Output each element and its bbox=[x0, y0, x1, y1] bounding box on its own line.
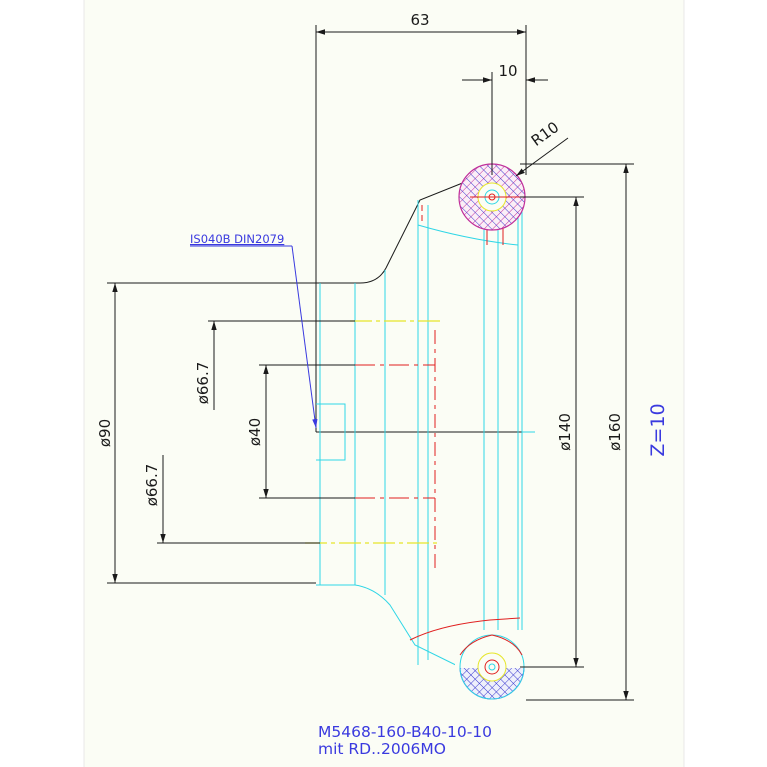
yellow-centrelines bbox=[305, 320, 440, 544]
reference-leader bbox=[190, 245, 318, 429]
cyan-geometry bbox=[316, 185, 535, 680]
dim-90-label: ø90 bbox=[96, 419, 114, 447]
dimension-lines bbox=[107, 25, 634, 701]
title-line-2: mit RD..2006MO bbox=[318, 740, 446, 758]
dim-140-label: ø140 bbox=[556, 413, 574, 451]
part-outline bbox=[315, 179, 522, 433]
dim-160-label: ø160 bbox=[606, 413, 624, 451]
dim-10-label: 10 bbox=[498, 62, 517, 80]
dim-66-7-upper-label: ø66.7 bbox=[194, 362, 212, 405]
drawing-area bbox=[84, 0, 684, 767]
reference-label: IS040B DIN2079 bbox=[190, 232, 284, 246]
teeth-count-label: Z=10 bbox=[647, 403, 669, 456]
dim-66-7-lower-label: ø66.7 bbox=[143, 464, 161, 507]
dim-40-label: ø40 bbox=[246, 418, 264, 446]
title-line-1: M5468-160-B40-10-10 bbox=[318, 723, 492, 741]
bottom-roller bbox=[455, 630, 530, 700]
pointer-arrows bbox=[160, 321, 217, 543]
dim-63-label: 63 bbox=[410, 11, 429, 29]
